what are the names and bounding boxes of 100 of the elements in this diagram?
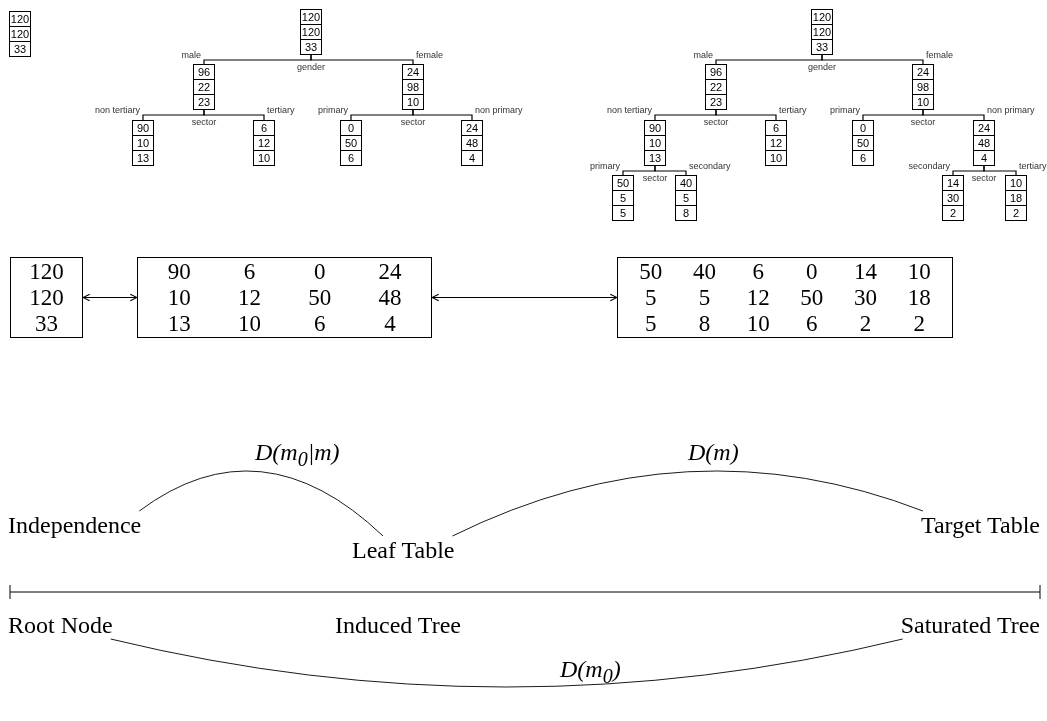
count-value: 6 [752, 258, 764, 285]
count-value: 6 [806, 310, 818, 337]
count-table [617, 257, 953, 338]
tree-branch [654, 165, 687, 176]
axis-label: Independence [8, 511, 142, 539]
tree-branch [983, 165, 1017, 176]
count-value: 10 [133, 135, 153, 150]
branch-label: non primary [475, 105, 523, 115]
count-value: 120 [301, 24, 321, 39]
branch-label: non primary [987, 105, 1035, 115]
double-arrow [82, 293, 138, 302]
count-value: 48 [974, 135, 994, 150]
count-value: 40 [693, 258, 716, 285]
count-value: 33 [35, 310, 58, 337]
count-value: 12 [766, 135, 786, 150]
count-stack [461, 120, 483, 166]
count-value: 48 [462, 135, 482, 150]
branch-label: secondary [908, 161, 950, 171]
count-value: 50 [853, 135, 873, 150]
count-value: 50 [639, 258, 663, 285]
count-value: 98 [403, 79, 423, 94]
count-value: 6 [341, 150, 361, 165]
arc-connector [110, 638, 904, 688]
branch-label: tertiary [267, 105, 295, 115]
count-stack [402, 64, 424, 110]
count-value: 96 [196, 65, 212, 79]
count-value: 22 [194, 79, 214, 94]
branch-label: primary [830, 105, 860, 115]
count-value: 6 [313, 310, 326, 337]
count-value: 24 [378, 258, 402, 285]
count-value: 98 [913, 79, 933, 94]
branch-label: non tertiary [94, 105, 140, 115]
count-stack [644, 120, 666, 166]
count-table [137, 257, 432, 338]
count-value: 30 [854, 284, 877, 311]
branch-label: primary [590, 161, 620, 171]
count-value: 8 [676, 205, 696, 220]
count-value: 48 [378, 284, 402, 311]
count-value: 50 [308, 284, 332, 311]
branch-label: male [181, 50, 201, 60]
count-value: 18 [1006, 190, 1026, 205]
count-value: 50 [615, 176, 631, 190]
axis-label: Induced Tree [335, 611, 461, 639]
count-value: 50 [341, 135, 361, 150]
count-value: 14 [854, 258, 877, 285]
count-value: 0 [858, 121, 868, 135]
count-value: 33 [812, 39, 832, 54]
count-value: 12 [254, 135, 274, 150]
count-value: 14 [945, 176, 961, 190]
count-value: 33 [10, 41, 30, 56]
branch-label: tertiary [1019, 161, 1047, 171]
count-table [10, 257, 83, 338]
branch-label: female [416, 50, 443, 60]
count-value: 18 [907, 284, 931, 311]
count-value: 5 [613, 190, 633, 205]
count-value: 6 [259, 121, 269, 135]
count-value: 2 [943, 205, 963, 220]
count-stack [193, 64, 215, 110]
count-value: 23 [706, 94, 726, 109]
branch-label: female [926, 50, 953, 60]
split-label: sector [400, 117, 426, 127]
count-value: 4 [974, 150, 994, 165]
count-value: 24 [976, 121, 992, 135]
count-value: 2 [913, 310, 925, 337]
branch-label: male [693, 50, 713, 60]
count-value: 120 [10, 12, 30, 26]
count-value: 90 [647, 121, 663, 135]
split-label: gender [297, 62, 325, 72]
count-stack [1005, 175, 1027, 221]
count-value: 120 [29, 284, 64, 311]
count-value: 90 [135, 121, 151, 135]
count-value: 40 [678, 176, 694, 190]
tree-branch [310, 54, 414, 65]
count-value: 12 [237, 284, 261, 311]
count-value: 30 [943, 190, 963, 205]
tree-branch [715, 109, 777, 121]
count-value: 10 [645, 135, 665, 150]
axis-label: Target Table [920, 511, 1040, 539]
branch-label: primary [318, 105, 348, 115]
count-value: 23 [194, 94, 214, 109]
split-label: sector [191, 117, 217, 127]
edge-label: D(m$_{0}$) [560, 655, 621, 689]
count-value: 10 [167, 284, 191, 311]
arc-connector [452, 470, 924, 537]
count-value: 10 [907, 258, 931, 285]
count-value: 120 [812, 10, 832, 24]
count-value: 10 [1008, 176, 1024, 190]
count-stack [811, 9, 833, 55]
count-value: 13 [133, 150, 153, 165]
count-value: 22 [706, 79, 726, 94]
count-stack [912, 64, 934, 110]
count-value: 5 [698, 284, 711, 311]
count-value: 120 [301, 10, 321, 24]
split-label: gender [808, 62, 836, 72]
branch-label: secondary [689, 161, 731, 171]
split-label: sector [642, 173, 668, 183]
count-value: 5 [645, 310, 657, 337]
count-value: 12 [746, 284, 770, 311]
count-value: 6 [853, 150, 873, 165]
tree-branch [412, 109, 473, 121]
